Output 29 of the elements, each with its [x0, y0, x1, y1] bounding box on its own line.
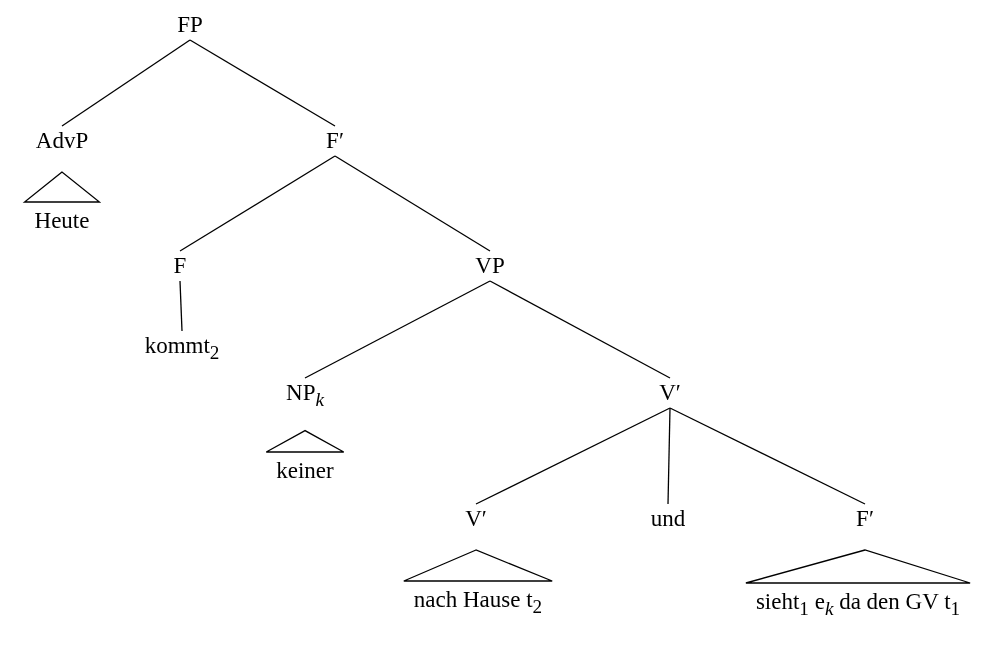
tree-node-label: FP: [175, 12, 205, 38]
tree-node-label: AdvP: [33, 128, 91, 154]
branch-line: [179, 155, 336, 252]
tree-node-label: F′: [854, 506, 876, 532]
branch-line: [61, 39, 191, 127]
tree-node-label: und: [648, 506, 688, 532]
tree-node-label: NP$_{k}$: [284, 380, 326, 413]
tree-node-label: kommt$_{2}$: [142, 333, 222, 366]
tree-node-label: V′: [657, 380, 683, 406]
roof-triangle: [22, 171, 102, 203]
tree-node-label: F: [171, 253, 189, 279]
tree-node-label: sieht$_{1}$ e$_{k}$ da den GV t$_{1}$: [753, 589, 963, 622]
tree-node-label: Heute: [32, 208, 92, 234]
tree-node-label: V′: [463, 506, 489, 532]
roof-triangle: [403, 549, 553, 582]
roof-triangle: [265, 429, 345, 453]
branch-line: [189, 39, 336, 127]
tree-node-label: keiner: [274, 458, 336, 484]
branch-line: [475, 407, 671, 505]
branch-line: [304, 280, 491, 379]
branch-line: [334, 155, 491, 252]
branch-line: [667, 407, 671, 505]
tree-node-label: VP: [473, 253, 507, 279]
tree-node-label: F′: [324, 128, 346, 154]
branch-line: [179, 280, 183, 332]
branch-line: [489, 280, 671, 379]
tree-node-label: nach Hause t$_{2}$: [411, 587, 545, 620]
roof-triangle: [745, 549, 971, 584]
branch-line: [669, 407, 866, 505]
